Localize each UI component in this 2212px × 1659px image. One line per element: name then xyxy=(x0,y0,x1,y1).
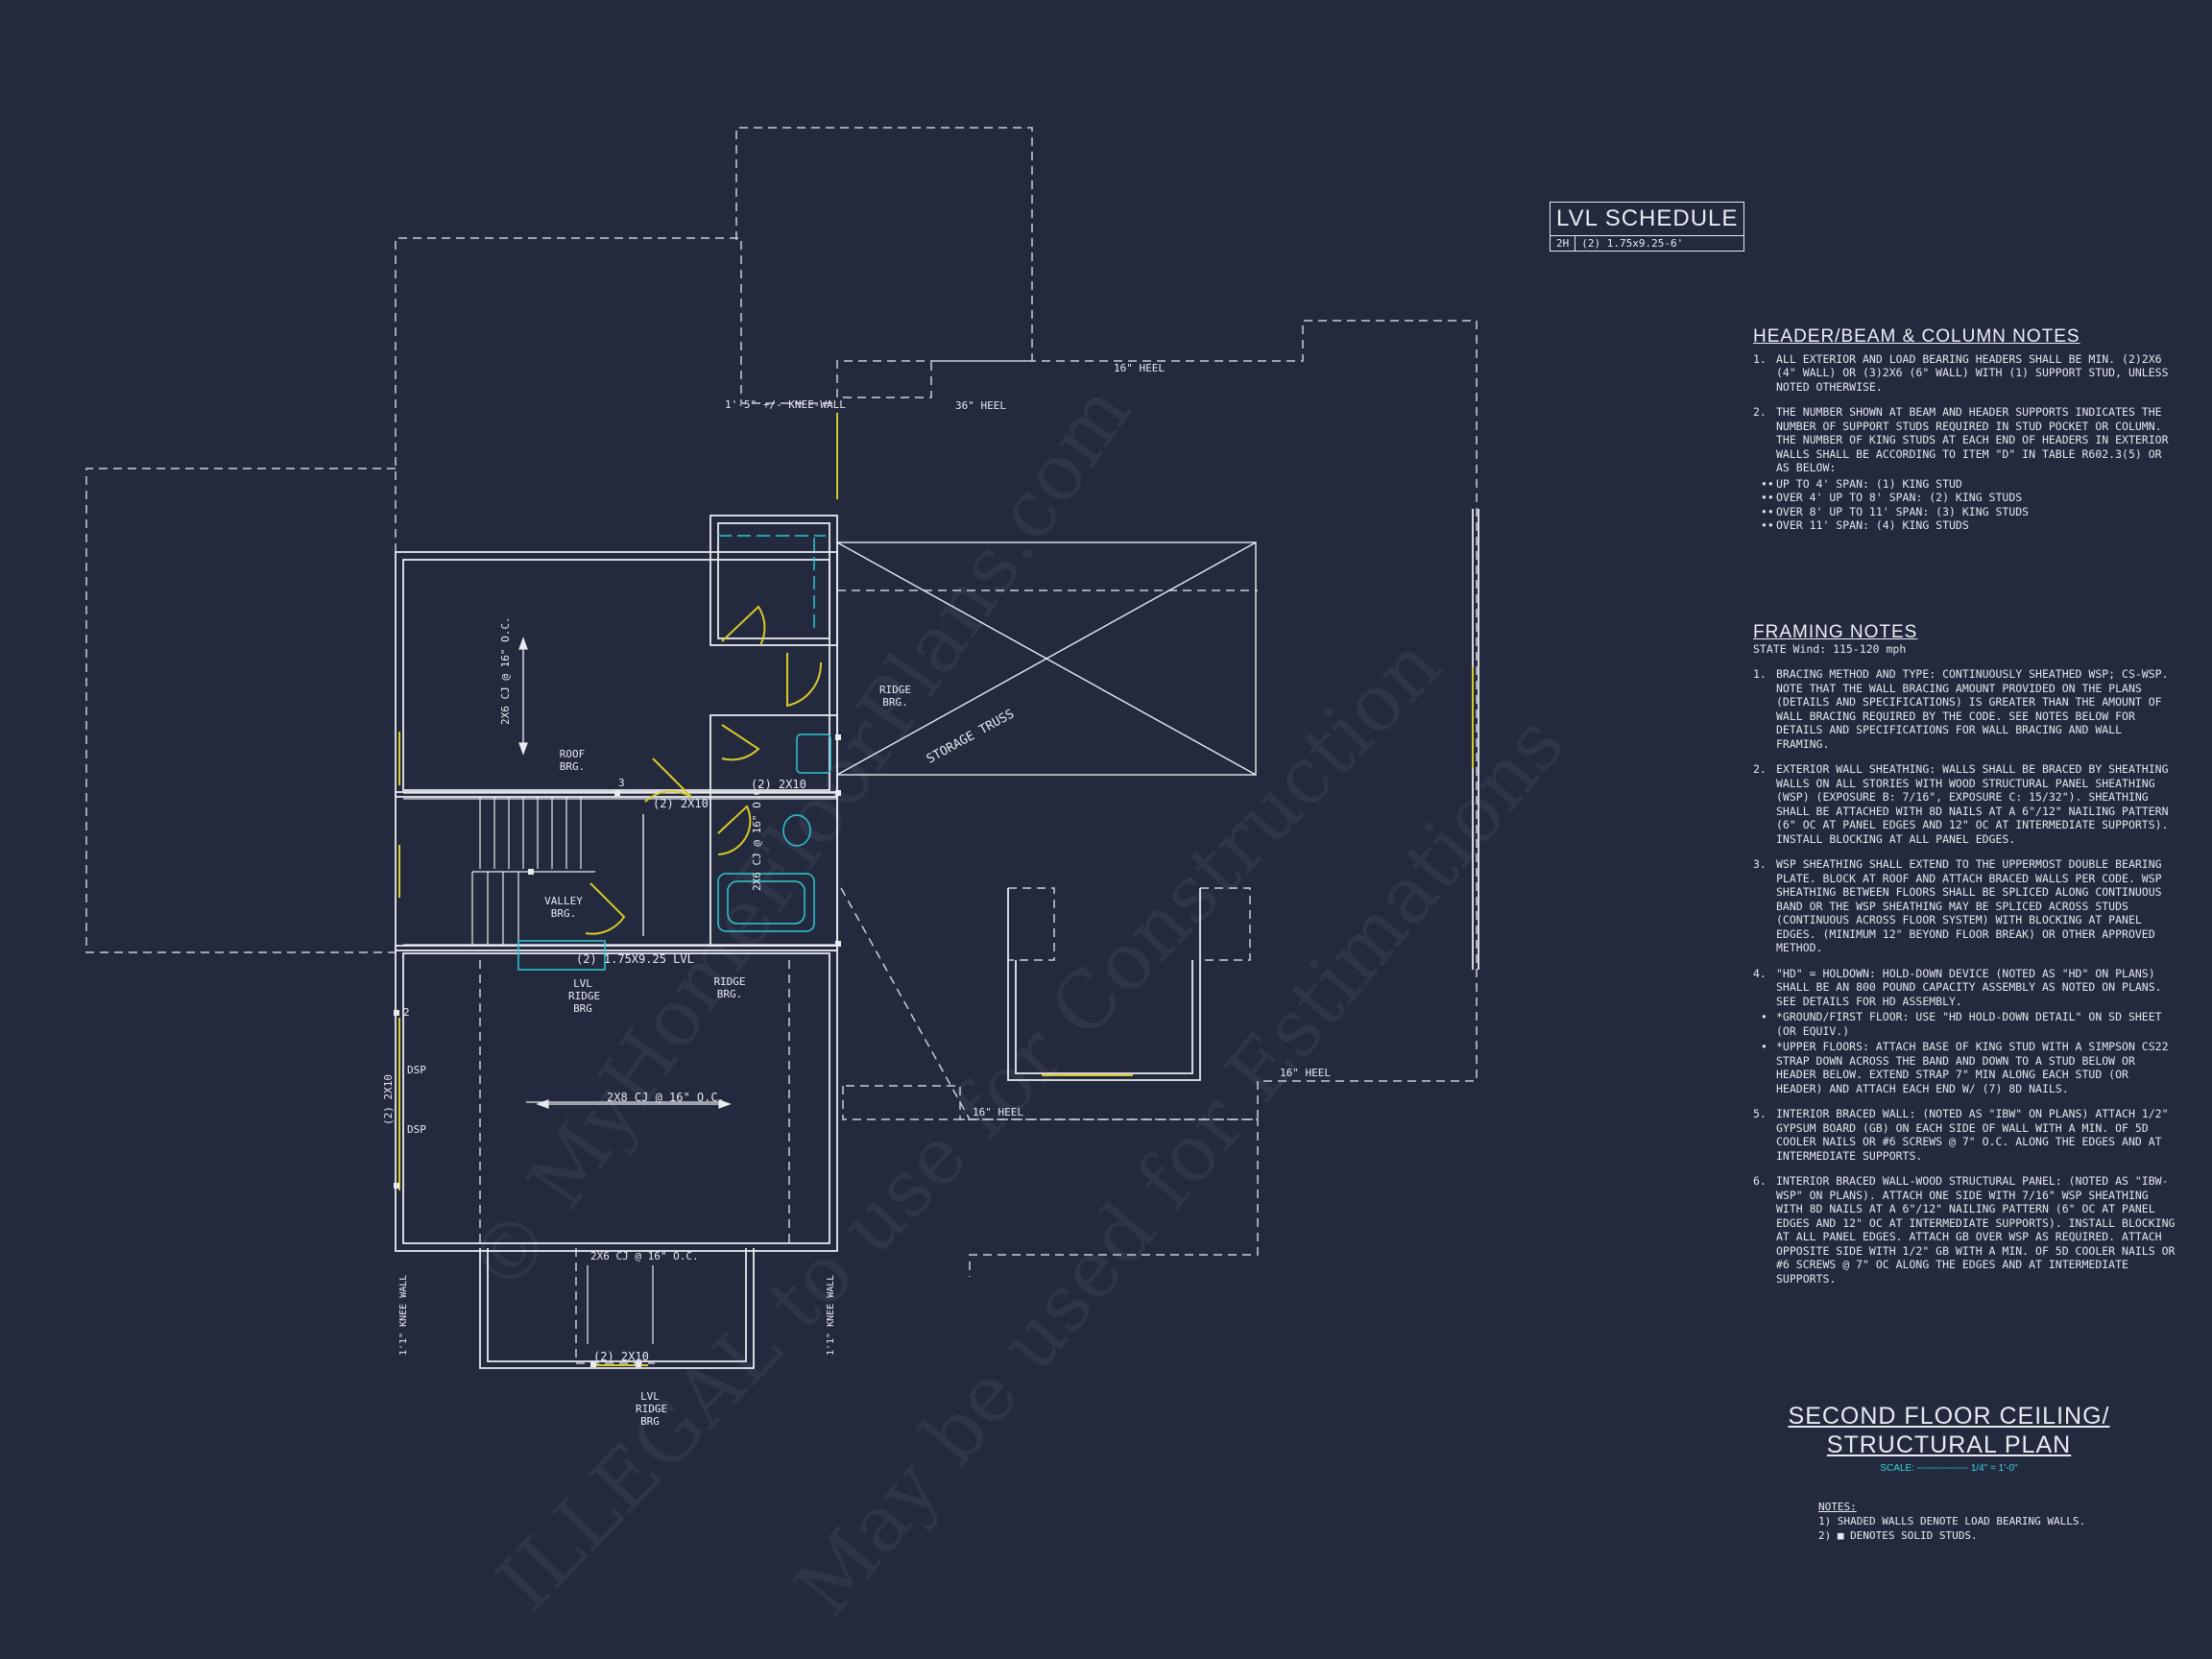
plan-title-line-1: SECOND FLOOR CEILING/ xyxy=(1788,1403,2110,1430)
framing-note-3: 3.WSP SHEATHING SHALL EXTEND TO THE UPPE… xyxy=(1753,857,2162,954)
label-lvl-beam: (2) 1.75x9.25 LVL xyxy=(576,952,694,966)
diag-dash xyxy=(840,887,971,1120)
bottom-note-2: 2) ■ DENOTES SOLID STUDS. xyxy=(1818,1529,1978,1542)
label-knee-wall-top: 1'-5" +/- KNEE-WALL xyxy=(725,398,846,411)
framing-notes-title: FRAMING NOTES xyxy=(1753,622,1918,642)
roof-outline-top xyxy=(735,127,1033,398)
roof-outline-upper xyxy=(395,237,837,552)
label-lvl-ridge-brg: LVL RIDGE BRG xyxy=(568,977,601,1015)
label-dsp-2: DSP xyxy=(407,1123,426,1136)
header-note-2: 2.THE NUMBER SHOWN AT BEAM AND HEADER SU… xyxy=(1753,405,2169,474)
label-cj-mid: 2x6 CJ @ 16" O.C. xyxy=(751,782,763,891)
label-ridge-brg-2: RIDGE BRG. xyxy=(713,975,746,1000)
roof-outline-left xyxy=(85,468,396,953)
label-header-2x10-bottom: (2) 2x10 xyxy=(593,1350,649,1363)
lower-bay xyxy=(1008,887,1055,961)
label-heel-16-bottom: 16" HEEL xyxy=(973,1106,1023,1118)
span-arrows xyxy=(518,637,732,1109)
hd-bullet: •*GROUND/FIRST FLOOR: USE "HD HOLD-DOWN … xyxy=(1761,1010,2162,1038)
label-valley-brg: VALLEY BRG. xyxy=(544,895,583,920)
bath xyxy=(709,714,838,947)
framing-notes-subtitle: STATE Wind: 115-120 mph xyxy=(1753,641,1907,656)
bottom-note-1: 1) SHADED WALLS DENOTE LOAD BEARING WALL… xyxy=(1818,1515,2086,1527)
label-cj-center: 2x8 CJ @ 16" O.C. xyxy=(607,1091,725,1104)
lvl-schedule-row: 2H (2) 1.75x9.25-6' xyxy=(1551,235,1744,251)
stud-count-3: 3 xyxy=(618,777,625,789)
label-heel-36: 36" HEEL xyxy=(955,399,1006,412)
stud-count-2: 2 xyxy=(403,1006,410,1019)
plan-title-line-2: STRUCTURAL PLAN xyxy=(1826,1431,2072,1458)
storage-truss xyxy=(836,541,1257,776)
right-bay xyxy=(1007,888,1201,1081)
bottom-dash xyxy=(575,1248,655,1364)
lvl-schedule-title: LVL SCHEDULE xyxy=(1556,205,1739,231)
header-notes-title: HEADER/BEAM & COLUMN NOTES xyxy=(1753,326,2080,347)
beam-lines xyxy=(403,643,837,1344)
label-knee-right: 1'1" KNEE WALL xyxy=(826,1274,836,1356)
framing-notes: FRAMING NOTES STATE Wind: 115-120 mph 1.… xyxy=(1753,622,2176,1297)
lower-bay-2 xyxy=(1200,887,1251,961)
lvl-spec: (2) 1.75x9.25-6' xyxy=(1581,237,1684,250)
framing-note-5: 5.INTERIOR BRACED WALL: (NOTED AS "IBW" … xyxy=(1753,1107,2169,1163)
label-heel-16-right: 16" HEEL xyxy=(1280,1067,1331,1079)
king-stud-bullet: ••OVER 8' UP TO 11' SPAN: (3) KING STUDS xyxy=(1761,504,2030,518)
upper-room-walls xyxy=(395,551,838,798)
label-cj-upper: 2x6 CJ @ 16" O.C. xyxy=(499,616,512,725)
lvl-mark: 2H xyxy=(1551,236,1576,251)
plan-scale: SCALE: ---------------- 1/4" = 1'-0" xyxy=(1880,1463,2018,1474)
bottom-bay xyxy=(479,1248,755,1369)
framing-note-2: 2.EXTERIOR WALL SHEATHING: WALLS SHALL B… xyxy=(1753,762,2169,846)
roof-outline-bottom xyxy=(842,1086,1259,1277)
label-heel-16-top: 16" HEEL xyxy=(1114,362,1165,374)
framing-note-1: 1.BRACING METHOD AND TYPE: CONTINUOUSLY … xyxy=(1753,667,2169,751)
plan-title-block: SECOND FLOOR CEILING/ STRUCTURAL PLAN SC… xyxy=(1776,1402,2122,1474)
king-stud-bullet: ••OVER 4' UP TO 8' SPAN: (2) KING STUDS xyxy=(1761,491,2023,504)
king-stud-bullet: ••UP TO 4' SPAN: (1) KING STUD xyxy=(1761,476,1962,491)
label-header-2x10-b: (2) 2x10 xyxy=(751,778,806,791)
lower-room-walls xyxy=(395,945,838,1252)
bottom-notes-heading: NOTES: xyxy=(1818,1501,1857,1513)
label-dsp-1: DSP xyxy=(407,1064,426,1076)
label-cj-bottom: 2x6 CJ @ 16" O.C. xyxy=(590,1250,699,1262)
label-header-2x10-side: (2) 2x10 xyxy=(382,1074,395,1125)
stair-hall xyxy=(395,791,838,951)
lvl-schedule: LVL SCHEDULE 2H (2) 1.75x9.25-6' xyxy=(1550,202,1745,252)
king-stud-bullet: ••OVER 11' SPAN: (4) KING STUDS xyxy=(1761,518,1969,532)
door-swings xyxy=(398,413,1474,1366)
label-lvl-ridge-bottom: LVL RIDGE BRG xyxy=(636,1390,668,1428)
label-roof-brg: ROOF BRG. xyxy=(559,748,586,773)
bottom-notes: NOTES: 1) SHADED WALLS DENOTE LOAD BEARI… xyxy=(1818,1500,2085,1543)
label-knee-left: 1'1" KNEE WALL xyxy=(398,1274,409,1356)
header-beam-notes: HEADER/BEAM & COLUMN NOTES 1.ALL EXTERIO… xyxy=(1753,326,2176,533)
label-header-2x10-a: (2) 2x10 xyxy=(653,797,709,810)
roof-outline-right xyxy=(843,320,1478,1120)
solid-studs xyxy=(394,734,841,1367)
framing-note-4: 4."HD" = HOLDOWN: HOLD-DOWN DEVICE (NOTE… xyxy=(1753,966,2162,1008)
header-note-1: 1.ALL EXTERIOR AND LOAD BEARING HEADERS … xyxy=(1753,351,2169,394)
framing-note-6: 6.INTERIOR BRACED WALL-WOOD STRUCTURAL P… xyxy=(1753,1174,2176,1286)
hd-bullet: •*UPPER FLOORS: ATTACH BASE OF KING STUD… xyxy=(1761,1040,2169,1095)
fixtures xyxy=(517,535,831,971)
label-ridge-brg: RIDGE BRG. xyxy=(878,684,912,709)
